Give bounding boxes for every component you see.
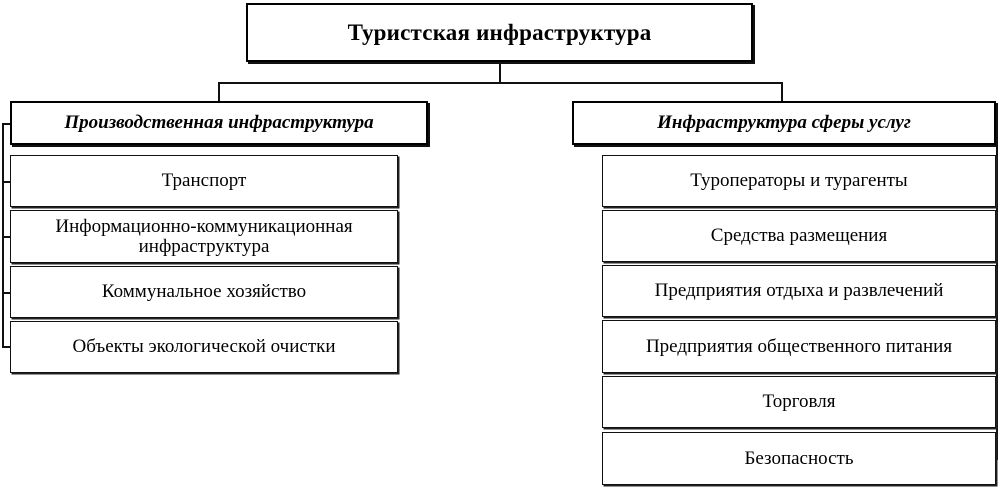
node-branch-right-header: Инфраструктура сферы услуг [572, 101, 996, 145]
node-right-item-1-label: Средства размещения [710, 225, 888, 247]
node-right-item-2-label: Предприятия отдыха и развлечений [654, 280, 944, 302]
node-branch-left-header-label: Производственная инфраструктура [64, 112, 374, 134]
connector-left-stub-2 [2, 292, 12, 294]
node-right-item-5: Безопасность [602, 432, 996, 485]
node-left-item-2: Коммунальное хозяйство [10, 266, 398, 318]
node-root: Туристская инфраструктура [246, 3, 753, 62]
node-root-label: Туристская инфраструктура [347, 19, 652, 45]
node-right-item-3: Предприятия общественного питания [602, 320, 996, 373]
node-left-item-3: Объекты экологической очистки [10, 321, 398, 373]
node-left-item-1-label: Информационно-коммуникационная инфрастру… [55, 216, 353, 257]
node-left-item-0: Транспорт [10, 155, 398, 207]
node-left-item-3-label: Объекты экологической очистки [72, 336, 336, 358]
connector-left-stub-header [2, 123, 12, 125]
connector-left-stub-3 [2, 346, 12, 348]
node-right-item-5-label: Безопасность [744, 447, 854, 469]
node-right-item-0-label: Туроператоры и турагенты [690, 170, 908, 192]
connector-to-left-header [218, 82, 220, 103]
node-branch-left-header: Производственная инфраструктура [10, 101, 428, 145]
node-right-item-4-label: Торговля [762, 391, 836, 413]
node-right-item-1: Средства размещения [602, 210, 996, 262]
connector-to-right-header [781, 82, 783, 103]
node-left-item-2-label: Коммунальное хозяйство [101, 281, 307, 303]
node-right-item-2: Предприятия отдыха и развлечений [602, 265, 996, 317]
connector-left-stub-0 [2, 181, 12, 183]
connector-root-trunk [499, 62, 501, 84]
node-left-item-1: Информационно-коммуникационная инфрастру… [10, 210, 398, 263]
node-left-item-0-label: Транспорт [161, 170, 247, 192]
node-right-item-0: Туроператоры и турагенты [602, 155, 996, 207]
connector-split-bar [218, 82, 783, 84]
connector-left-rail [2, 123, 4, 347]
connector-left-stub-1 [2, 236, 12, 238]
node-branch-right-header-label: Инфраструктура сферы услуг [657, 112, 911, 134]
node-right-item-3-label: Предприятия общественного питания [645, 335, 953, 357]
node-right-item-4: Торговля [602, 376, 996, 428]
